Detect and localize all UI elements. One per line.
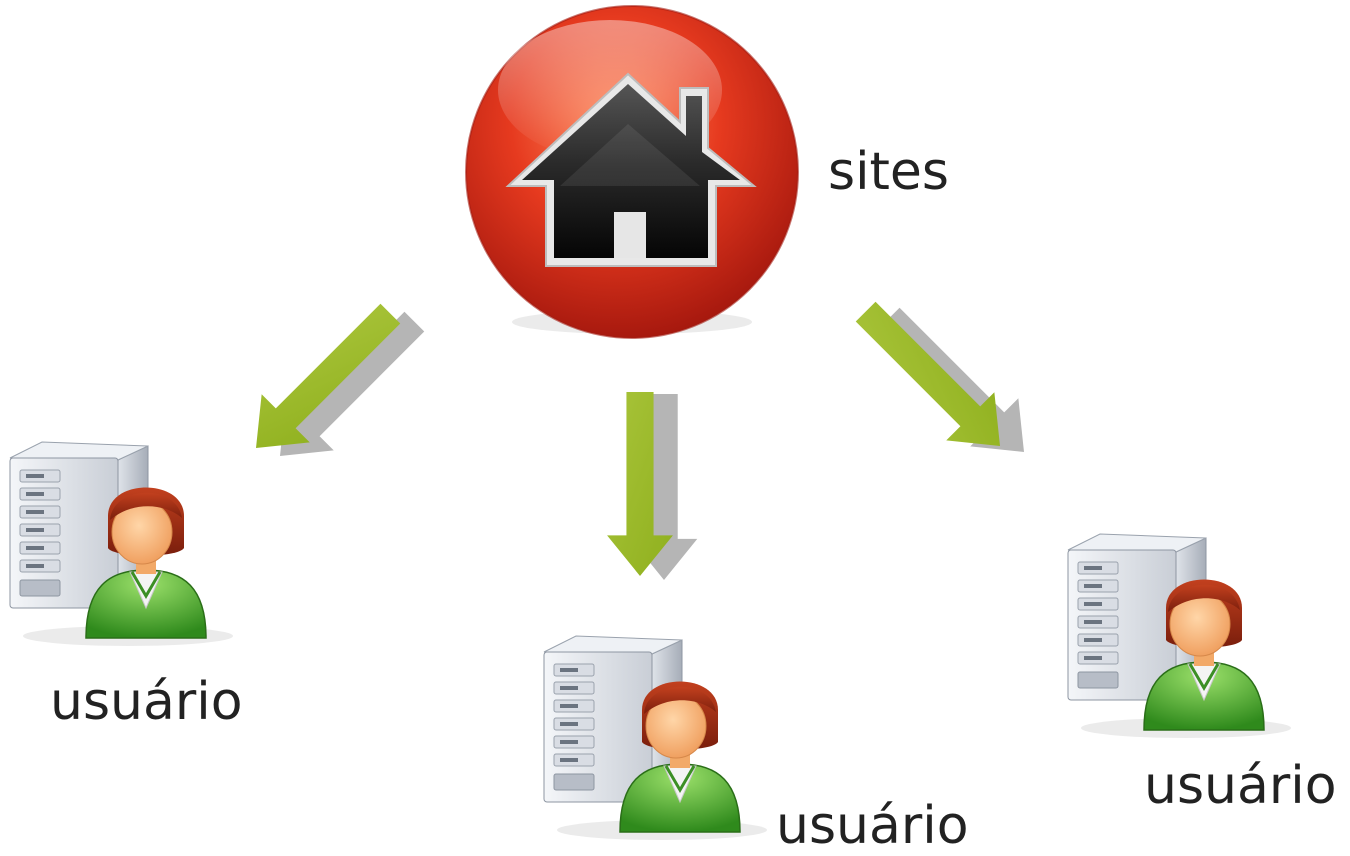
arrow-to-user-right (841, 287, 1049, 477)
user-workstation-icon (1066, 532, 1293, 740)
user-label: usuário (1144, 756, 1337, 816)
arrow-to-user-center (607, 392, 698, 580)
user-workstation-icon (542, 634, 769, 842)
user-workstation-icon (8, 440, 235, 648)
user-label: usuário (50, 672, 243, 732)
home-icon (465, 5, 799, 339)
user-label: usuário (776, 796, 969, 856)
arrow-to-user-left (231, 289, 439, 481)
hub-label: sites (828, 142, 950, 202)
